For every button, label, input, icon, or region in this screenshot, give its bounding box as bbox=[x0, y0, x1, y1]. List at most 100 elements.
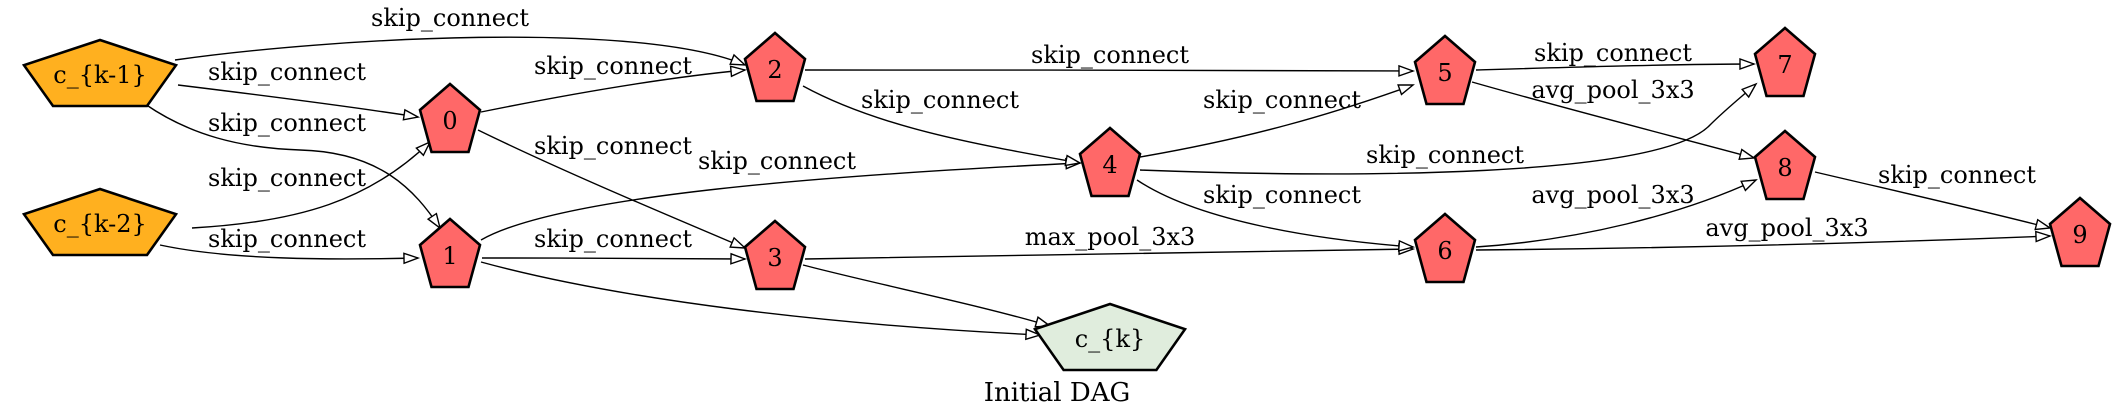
edge-line bbox=[144, 103, 441, 229]
pentagon-icon bbox=[418, 217, 482, 289]
edge-line bbox=[159, 244, 419, 260]
edge-label: skip_connect bbox=[1031, 41, 1189, 69]
arrowhead-icon bbox=[1397, 84, 1415, 96]
node-label: 9 bbox=[2072, 221, 2087, 249]
arrowhead-icon bbox=[1738, 148, 1756, 160]
node-label: 8 bbox=[1777, 154, 1792, 182]
edge-n8-n9 bbox=[1814, 171, 2053, 231]
node-label: 3 bbox=[767, 244, 782, 272]
node-label: c_{k} bbox=[1075, 325, 1146, 353]
edge-label: avg_pool_3x3 bbox=[1531, 181, 1694, 209]
pentagon-icon bbox=[21, 38, 179, 108]
arrowhead-icon bbox=[1064, 154, 1083, 167]
arrowhead-icon bbox=[729, 65, 748, 78]
node-label: 5 bbox=[1437, 59, 1452, 87]
edge-n5-n8 bbox=[1471, 81, 1756, 160]
edge-n1-n3 bbox=[481, 252, 748, 265]
node-label: 7 bbox=[1777, 51, 1792, 79]
node-label: 0 bbox=[442, 107, 457, 135]
node-n1: 1 bbox=[418, 217, 482, 289]
edge-label: skip_connect bbox=[534, 225, 692, 253]
edge-n3-ck bbox=[802, 264, 1052, 328]
edge-label: skip_connect bbox=[698, 147, 856, 175]
edge-ck2-n0 bbox=[191, 140, 432, 229]
arrowhead-icon bbox=[729, 53, 747, 66]
edge-label: skip_connect bbox=[1203, 181, 1361, 209]
node-n7: 7 bbox=[1753, 26, 1817, 98]
arrowhead-icon bbox=[426, 212, 442, 230]
edge-label: skip_connect bbox=[208, 225, 366, 253]
arrowhead-icon bbox=[415, 140, 432, 157]
edge-label: skip_connect bbox=[1878, 161, 2036, 189]
node-label: c_{k-2} bbox=[53, 210, 146, 238]
node-label: 1 bbox=[442, 242, 457, 270]
arrowhead-icon bbox=[1740, 179, 1758, 192]
edge-line bbox=[1136, 179, 1414, 248]
arrowhead-icon bbox=[1741, 82, 1758, 99]
edge-line bbox=[1139, 84, 1414, 158]
node-label: 6 bbox=[1437, 237, 1452, 265]
edge-line bbox=[1475, 179, 1757, 248]
node-label: c_{k-1} bbox=[53, 61, 146, 89]
edge-line bbox=[804, 69, 1414, 72]
edge-label: skip_connect bbox=[534, 52, 692, 80]
edge-label: skip_connect bbox=[1203, 86, 1361, 114]
edge-ck1-n1 bbox=[144, 103, 442, 230]
edge-label: skip_connect bbox=[861, 86, 1019, 114]
edge-line bbox=[481, 257, 746, 260]
pentagon-icon bbox=[1032, 302, 1188, 372]
arrowhead-icon bbox=[729, 236, 747, 249]
node-n4: 4 bbox=[1078, 126, 1142, 198]
edge-n6-n8 bbox=[1475, 179, 1758, 248]
edge-label: avg_pool_3x3 bbox=[1531, 76, 1694, 104]
edge-ck2-n1 bbox=[159, 244, 421, 265]
node-n3: 3 bbox=[743, 219, 807, 291]
edge-n6-n9 bbox=[1475, 230, 2053, 251]
edge-label: skip_connect bbox=[371, 4, 529, 32]
arrowhead-icon bbox=[1025, 328, 1043, 341]
edge-n2-n4 bbox=[802, 85, 1083, 167]
arrowhead-icon bbox=[2035, 230, 2053, 243]
edge-line bbox=[802, 85, 1081, 164]
edge-line bbox=[1475, 63, 1755, 71]
edge-line bbox=[191, 141, 431, 229]
pentagon-icon bbox=[2048, 196, 2112, 268]
edge-n4-n7 bbox=[1139, 82, 1758, 175]
edge-label: skip_connect bbox=[208, 164, 366, 192]
node-n0: 0 bbox=[418, 82, 482, 154]
pentagon-icon bbox=[1753, 26, 1817, 98]
arrowhead-icon bbox=[730, 252, 748, 265]
edge-n4-n6 bbox=[1136, 179, 1416, 252]
node-n2: 2 bbox=[743, 31, 807, 103]
pentagon-icon bbox=[1078, 126, 1142, 198]
edges-layer bbox=[144, 36, 2053, 341]
arrowhead-icon bbox=[2034, 218, 2053, 231]
edge-line bbox=[480, 162, 1081, 241]
edge-line bbox=[480, 261, 1041, 336]
pentagon-icon bbox=[418, 82, 482, 154]
edge-label: max_pool_3x3 bbox=[1025, 223, 1196, 251]
node-label: 2 bbox=[767, 56, 782, 84]
edge-label: skip_connect bbox=[208, 109, 366, 137]
edge-line bbox=[802, 264, 1051, 327]
edge-line bbox=[1475, 235, 2051, 251]
pentagon-icon bbox=[1413, 212, 1477, 284]
pentagon-icon bbox=[1413, 34, 1477, 106]
edge-line bbox=[174, 36, 746, 66]
pentagon-icon bbox=[21, 187, 179, 257]
arrowhead-icon bbox=[1739, 58, 1757, 70]
edge-n5-n7 bbox=[1475, 58, 1757, 71]
node-ck: c_{k} bbox=[1032, 302, 1188, 372]
diagram-caption: Initial DAG bbox=[984, 378, 1131, 408]
edge-ck1-n0 bbox=[177, 84, 421, 121]
arrowhead-icon bbox=[402, 108, 421, 121]
nodes-layer: c_{k-1} c_{k-2} 0 1 2 3 4 5 6 7 8 9 c_{k} bbox=[21, 26, 2112, 372]
pentagon-icon bbox=[1753, 129, 1817, 201]
node-ck2: c_{k-2} bbox=[21, 187, 179, 257]
edge-line bbox=[804, 248, 1414, 260]
edge-line bbox=[477, 129, 746, 249]
edge-ck1-n2 bbox=[174, 36, 747, 66]
node-n6: 6 bbox=[1413, 212, 1477, 284]
edge-label: avg_pool_3x3 bbox=[1705, 214, 1868, 242]
